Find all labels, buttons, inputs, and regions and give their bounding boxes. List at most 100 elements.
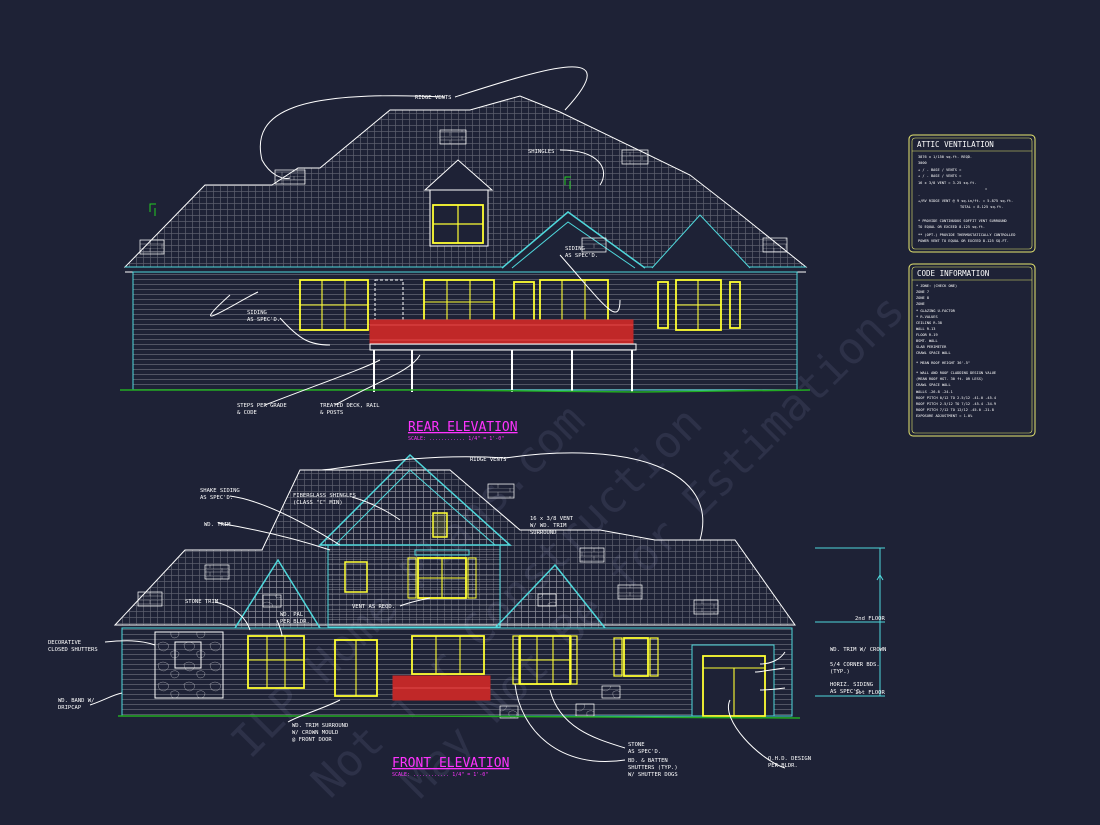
front-dimension-lines [815,547,885,697]
rear-windows [299,279,741,331]
callout-ridge-vents-front: RIDGE VENTS [470,457,506,463]
rear-bay-roof [651,214,751,269]
svg-text:CRAWL SPACE WALL: CRAWL SPACE WALL [916,383,951,387]
callout-fiberglass-1: FIBERGLASS SHINGLES [293,493,356,499]
rear-elevation [120,66,811,406]
svg-text:CEILING R-38: CEILING R-38 [916,321,942,325]
callout-shingles: SHINGLES [528,149,555,155]
callout-shake-1: SHAKE SIDING [200,488,240,494]
attic-ventilation-title: ATTIC VENTILATION [917,140,994,149]
front-main-gable [318,453,512,628]
front-elevation-title: FRONT ELEVATION [392,756,509,771]
callout-wd-pal-1: WD. PAL [280,612,304,618]
svg-text:(MEAN ROOF HGT. 30 ft. OR LESS: (MEAN ROOF HGT. 30 ft. OR LESS) [916,377,983,381]
svg-text:ZONE 8: ZONE 8 [916,296,929,300]
svg-text:BSMT. WALL: BSMT. WALL [916,339,938,343]
svg-text:FLOOR R-19: FLOOR R-19 [916,333,938,337]
svg-text:* WALL AND ROOF CLADDING DESIG: * WALL AND ROOF CLADDING DESIGN VALUE [916,371,996,375]
svg-text:POWER VENT TO EQUAL OR EXCEED: POWER VENT TO EQUAL OR EXCEED 8.125 SQ.F… [918,239,1009,243]
code-information-title: CODE INFORMATION [917,269,989,278]
callout-decorative-2: CLOSED SHUTTERS [48,647,98,653]
svg-text:+/RV RIDGE VENT @ 9 sq.in/ft.: +/RV RIDGE VENT @ 9 sq.in/ft. = 5.875 sq… [918,199,1013,203]
svg-text:* GLAZING U-FACTOR: * GLAZING U-FACTOR [916,309,956,313]
callout-door-trim-2: W/ CROWN MOULD [292,730,338,736]
svg-text:+ / - BASE / VENTS: + / - BASE / VENTS = [918,174,962,178]
svg-text:3876 x 1/150 sq.ft. REQD.: 3876 x 1/150 sq.ft. REQD. [918,155,972,159]
callout-corner-2: (TYP.) [830,669,850,675]
rear-center-gable [501,211,646,269]
front-elevation [89,452,885,769]
rear-elevation-title: REAR ELEVATION [408,420,518,435]
svg-text:ZONE 7: ZONE 7 [916,290,929,294]
callout-stone-trim: STONE TRIM [185,599,219,605]
svg-text:* R-VALUES: * R-VALUES [916,315,938,319]
front-elevation-scale: SCALE: ............ 1/4" = 1'-0" [392,772,488,778]
svg-text:16 x 3/8 VENT: 16 x 3/8 VENT = 3.25 sq.ft. [918,181,976,185]
svg-text:=: = [985,187,988,191]
svg-text:WALL R-13: WALL R-13 [916,327,935,331]
svg-text:ROOF PITCH 2.5/12 TO 7/12 -45: ROOF PITCH 2.5/12 TO 7/12 -45.4 -34.9 [916,402,996,406]
callout-stone-1: STONE [628,742,645,748]
level-1st-floor: 1st FLOOR [855,690,885,696]
svg-text:WALLS -26.8 -: WALLS -26.8 -24.1 [916,390,953,394]
callout-fiberglass-2: (CLASS "C" MIN) [293,500,343,506]
callout-batten-3: W/ SHUTTER DOGS [628,772,678,778]
svg-text:* PROVIDE CONTINUOUS SOFFIT VE: * PROVIDE CONTINUOUS SOFFIT VENT SURROUN… [918,219,1007,223]
callout-vent-3: SURROUND [530,530,557,536]
level-markers [149,176,571,216]
callout-steps-1: STEPS PER GRADE [237,403,287,409]
rear-dormer [423,159,494,247]
callout-siding-right-1: SIDING [565,246,585,252]
svg-text:-: - [918,193,920,197]
callout-stone-2: AS SPEC'D. [628,749,661,755]
callout-siding-left-1: SIDING [247,310,267,316]
code-information-box: CODE INFORMATION * ZONE: (CHECK ONE) ZON… [908,263,1036,437]
callout-ridge-vents: RIDGE VENTS [415,95,451,101]
rear-callouts: RIDGE VENTS SHINGLES SIDING AS SPEC'D. S… [237,95,598,416]
callout-batten-2: SHUTTERS (TYP.) [628,765,678,771]
callout-vent-req: VENT AS REQD. [352,604,395,610]
callout-door-trim-1: WD. TRIM SURROUND [292,723,348,729]
callout-vent-1: 16 x 3/8 VENT [530,516,574,522]
code-information-lines: * ZONE: (CHECK ONE) ZONE 7 ZONE 8 ZONE *… [916,284,996,418]
callout-ohd-1: O.H.D. DESIGN [768,756,811,762]
callout-band-2: DRIPCAP [58,705,82,711]
callout-steps-2: & CODE [237,410,257,416]
svg-text:* MEAN ROOF HEIGHT 36'-5": * MEAN ROOF HEIGHT 36'-5" [916,361,970,365]
svg-text:ROOF PITCH 7/12 TO 12/12 -45: ROOF PITCH 7/12 TO 12/12 -45.0 -21.8 [916,408,994,412]
callout-trim-crown: WD. TRIM W/ CROWN [830,647,886,653]
callout-siding-left-2: AS SPEC'D. [247,317,280,323]
callout-band-1: WD. BAND W/ [58,698,94,704]
svg-text:3000: 3000 [918,161,927,165]
front-callouts: RIDGE VENTS SHAKE SIDING AS SPEC'D. FIBE… [48,457,886,778]
level-2nd-floor: 2nd FLOOR [855,616,885,622]
rear-grade-line [120,389,811,393]
callout-horiz-2: AS SPEC'D. [830,689,863,695]
svg-text:ROOF PITCH 0/12 TO 2.5/12 -41: ROOF PITCH 0/12 TO 2.5/12 -41.0 -45.4 [916,396,996,400]
gable-vent [432,512,448,538]
rear-deck [369,319,637,392]
callout-siding-right-2: AS SPEC'D. [565,253,598,259]
svg-text:ZONE: ZONE [916,302,925,306]
callout-decorative-1: DECORATIVE [48,640,81,646]
rear-brick-marks [139,129,788,255]
front-left-gable [234,558,321,629]
attic-ventilation-box: ATTIC VENTILATION 3876 x 1/150 sq.ft. RE… [908,134,1036,253]
callout-corner-1: 5/4 CORNER BDS. [830,662,880,668]
callout-wd-trim: WD. TRIM [204,522,231,528]
callout-deck-1: TREATED DECK, RAIL [320,403,380,409]
callout-shake-2: AS SPEC'D. [200,495,233,501]
svg-text:+ / - BASE / VENTS: + / - BASE / VENTS = [918,168,962,172]
svg-text:* ZONE: (CHECK ONE): * ZONE: (CHECK ONE) [916,284,957,288]
attic-ventilation-lines: 3876 x 1/150 sq.ft. REQD. 3000 + / - BAS… [918,155,1015,243]
callout-door-trim-3: @ FRONT DOOR [292,737,332,743]
front-stone-marks [137,483,719,719]
callout-ohd-2: PER BLDR. [768,763,798,769]
rear-elevation-scale: SCALE: ............ 1/4" = 1'-0" [408,436,504,442]
front-wall [121,627,793,717]
stone-panel-left [154,631,224,699]
svg-text:CRAWL SPACE WALL: CRAWL SPACE WALL [916,351,951,355]
callout-batten-1: BD. & BATTEN [628,758,668,764]
front-windows [247,635,649,697]
